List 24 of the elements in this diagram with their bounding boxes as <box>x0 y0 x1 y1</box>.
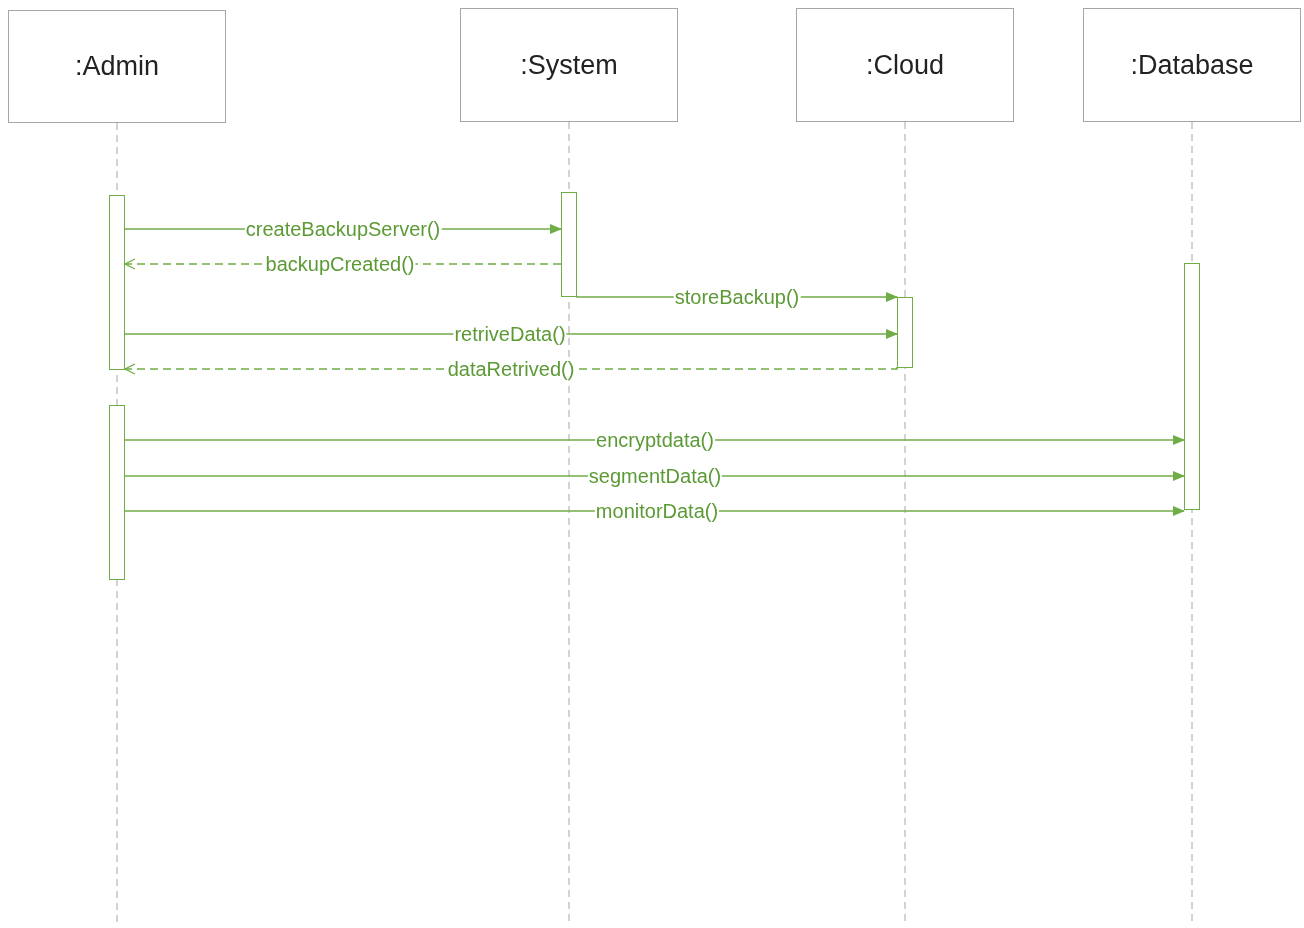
message-label: segmentData() <box>587 465 723 487</box>
lifeline-header-box <box>8 10 226 123</box>
message-arrow <box>124 435 1185 445</box>
lifeline-header-box <box>460 8 678 122</box>
message-label: monitorData() <box>594 500 720 522</box>
object-name: :Database <box>1130 49 1254 81</box>
activation-bar <box>561 192 577 297</box>
object-name: :Admin <box>74 51 159 82</box>
message-arrow <box>124 471 1185 481</box>
message-label: backupCreated() <box>264 253 416 275</box>
activation-bar <box>1184 263 1200 510</box>
object-name: :Cloud <box>865 49 944 81</box>
object-name: :System <box>520 49 618 81</box>
message-label: storeBackup() <box>673 286 801 308</box>
message-label: dataRetrived() <box>446 358 576 380</box>
message-label: encryptdata() <box>595 429 715 451</box>
lifeline-header-box <box>796 8 1014 122</box>
lifeline-header-box <box>1083 8 1301 122</box>
activation-bar <box>109 195 125 370</box>
message-label: createBackupServer() <box>244 218 442 240</box>
activation-bar <box>897 297 913 368</box>
message-arrow <box>124 506 1185 516</box>
activation-bar <box>109 405 125 580</box>
message-label: retriveData() <box>453 323 567 345</box>
